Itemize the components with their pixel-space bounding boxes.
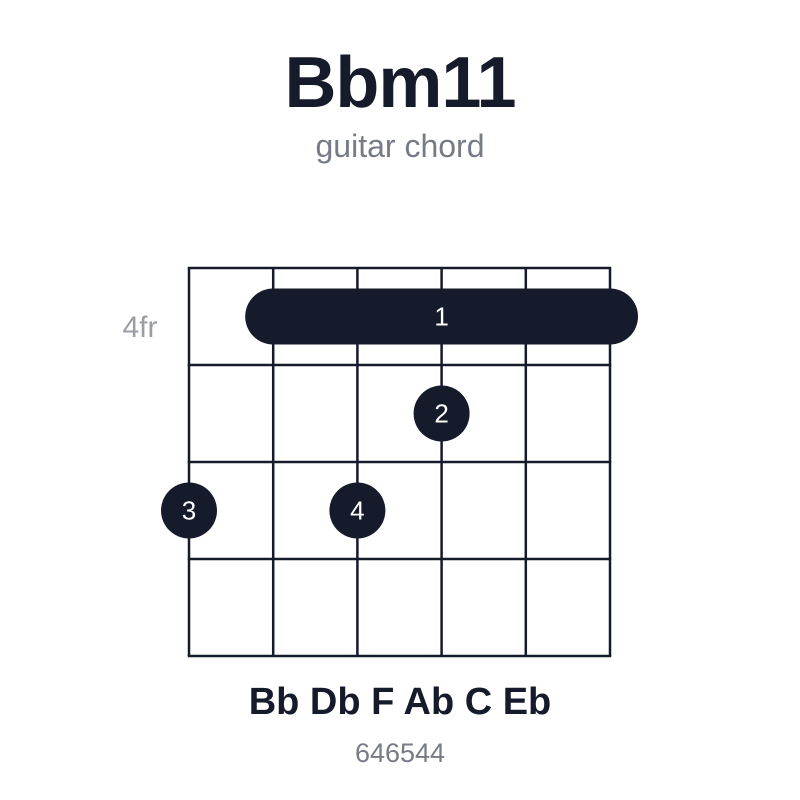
- finger-dot-label-3: 4: [350, 496, 364, 526]
- chord-notes: Bb Db F Ab C Eb: [248, 681, 552, 723]
- finger-dot-3: [329, 482, 386, 539]
- finger-dot-1: [413, 385, 470, 442]
- barre-marker: [245, 288, 638, 345]
- chord-subtitle: guitar chord: [315, 128, 485, 164]
- barre-finger-label: 1: [434, 302, 448, 332]
- finger-dot-label-2: 3: [182, 496, 196, 526]
- base-fret-label: 4fr: [122, 311, 157, 344]
- finger-dot-2: [161, 482, 217, 539]
- finger-dot-label-1: 2: [434, 399, 448, 429]
- chord-fingering: 646544: [354, 738, 446, 768]
- finger-markers: 1 2 3 4: [161, 288, 638, 539]
- chord-name: Bbm11: [284, 43, 516, 123]
